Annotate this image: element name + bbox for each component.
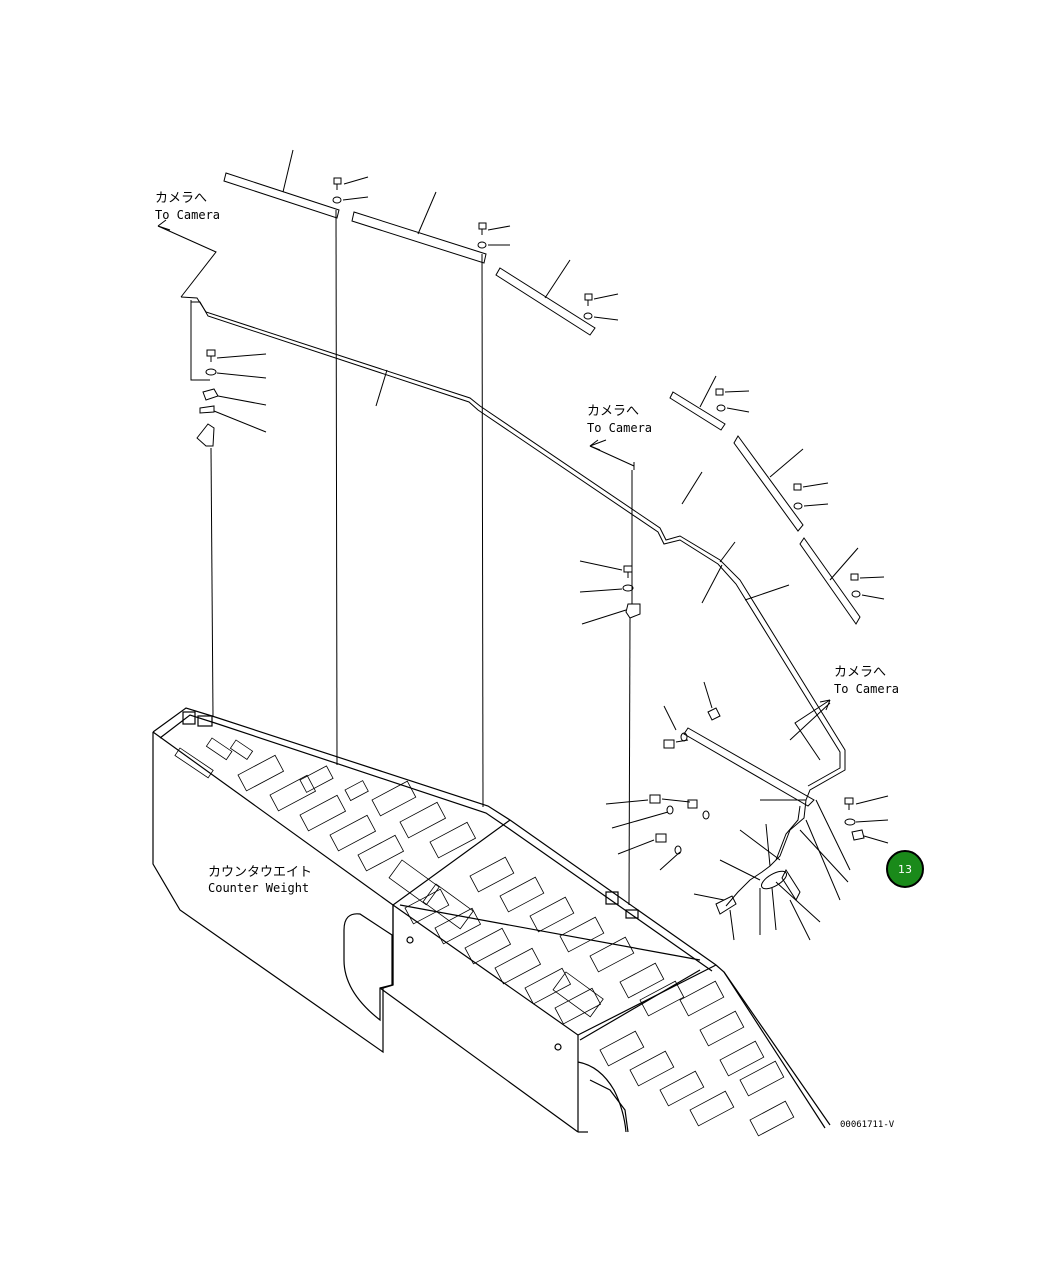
to-camera-label-jp-3: カメラへ bbox=[834, 665, 887, 680]
callout-badge[interactable]: 13 bbox=[886, 850, 924, 888]
bracket-right-3 bbox=[799, 537, 885, 625]
counterweight-label-jp: カウンタウエイト bbox=[208, 865, 313, 880]
wiring-harness bbox=[157, 219, 846, 801]
bracket-right-1 bbox=[669, 375, 750, 431]
top-panel-pads bbox=[174, 737, 795, 1137]
callout-number: 13 bbox=[898, 862, 912, 876]
bracket-right-2 bbox=[733, 435, 829, 532]
to-camera-label-en-1: To Camera bbox=[155, 208, 221, 222]
bolt-icon bbox=[477, 222, 511, 249]
counterweight-label-en: Counter Weight bbox=[208, 881, 310, 895]
counterweight-body bbox=[152, 707, 831, 1137]
bracket-top-left bbox=[223, 149, 340, 219]
bolt-icon bbox=[579, 560, 641, 625]
bolt-icon bbox=[332, 176, 369, 204]
drawing-id: 00061711-V bbox=[840, 1120, 895, 1130]
to-camera-label-en-2: To Camera bbox=[587, 421, 653, 435]
to-camera-label-jp-1: カメラへ bbox=[155, 191, 208, 206]
leader-lines bbox=[210, 209, 633, 906]
bolt-icon bbox=[583, 293, 619, 321]
to-camera-label-en-3: To Camera bbox=[834, 682, 900, 696]
to-camera-label-jp-2: カメラへ bbox=[587, 404, 640, 419]
bolt-icon bbox=[196, 349, 267, 447]
bracket-lower-right bbox=[605, 681, 889, 941]
bracket-top-middle bbox=[351, 191, 487, 264]
bracket-top-right bbox=[495, 259, 596, 336]
